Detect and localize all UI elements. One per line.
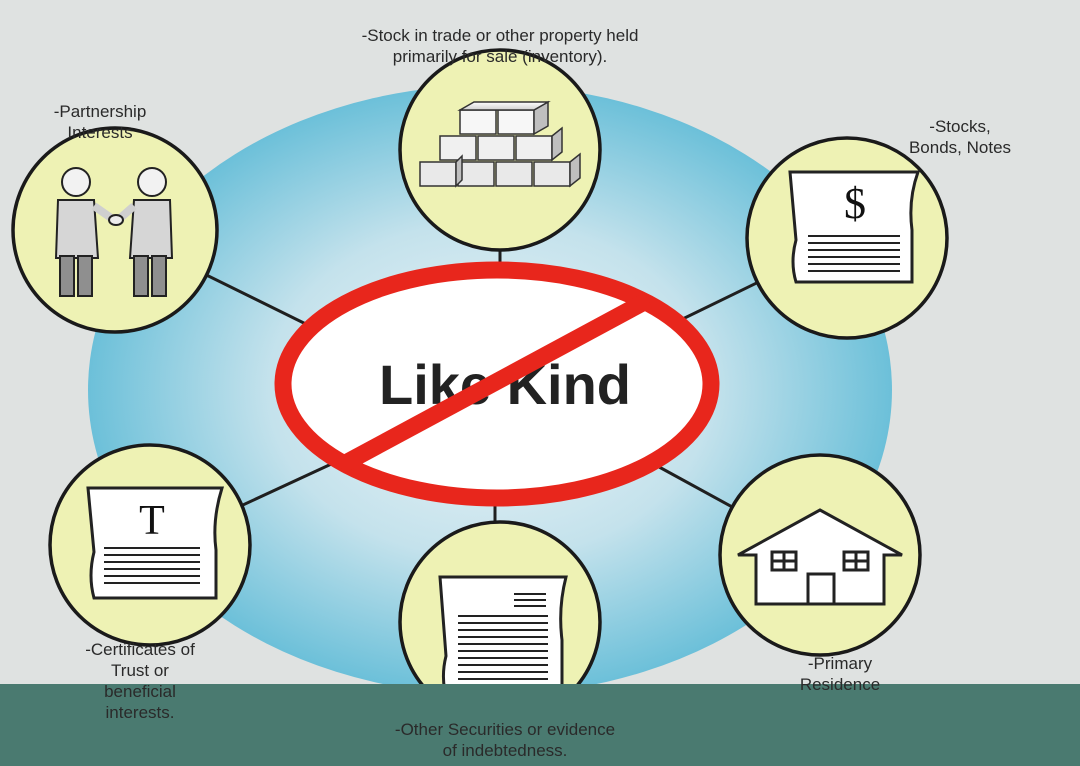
prohibition-sign: Like Kind	[274, 261, 720, 507]
footer-band	[0, 684, 1080, 766]
label-securities: -Other Securities or evidence of indebte…	[394, 720, 616, 760]
stacked-boxes-icon	[419, 100, 581, 188]
node-securities	[398, 520, 602, 724]
label-trust: -Certificates of Trust or beneficial int…	[85, 640, 195, 722]
node-inventory	[398, 48, 602, 252]
label-partnership: -Partnership Interests	[53, 102, 147, 142]
prohibition-slash	[335, 292, 653, 474]
label-stocks: -Stocks, Bonds, Notes	[908, 117, 1012, 157]
dollar-document-icon: $	[788, 170, 921, 284]
handshake-icon	[54, 167, 174, 297]
node-partnership	[11, 126, 219, 334]
label-inventory: -Stock in trade or other property held p…	[361, 26, 639, 66]
node-trust: T	[48, 443, 252, 647]
trust-document-icon: T	[86, 486, 225, 600]
label-residence: -Primary Residence	[799, 654, 881, 694]
svg-text:$: $	[844, 179, 866, 228]
node-residence	[718, 453, 922, 657]
svg-text:T: T	[139, 498, 165, 544]
document-icon	[438, 575, 568, 704]
house-icon	[737, 508, 903, 606]
node-stocks: $	[745, 136, 949, 340]
